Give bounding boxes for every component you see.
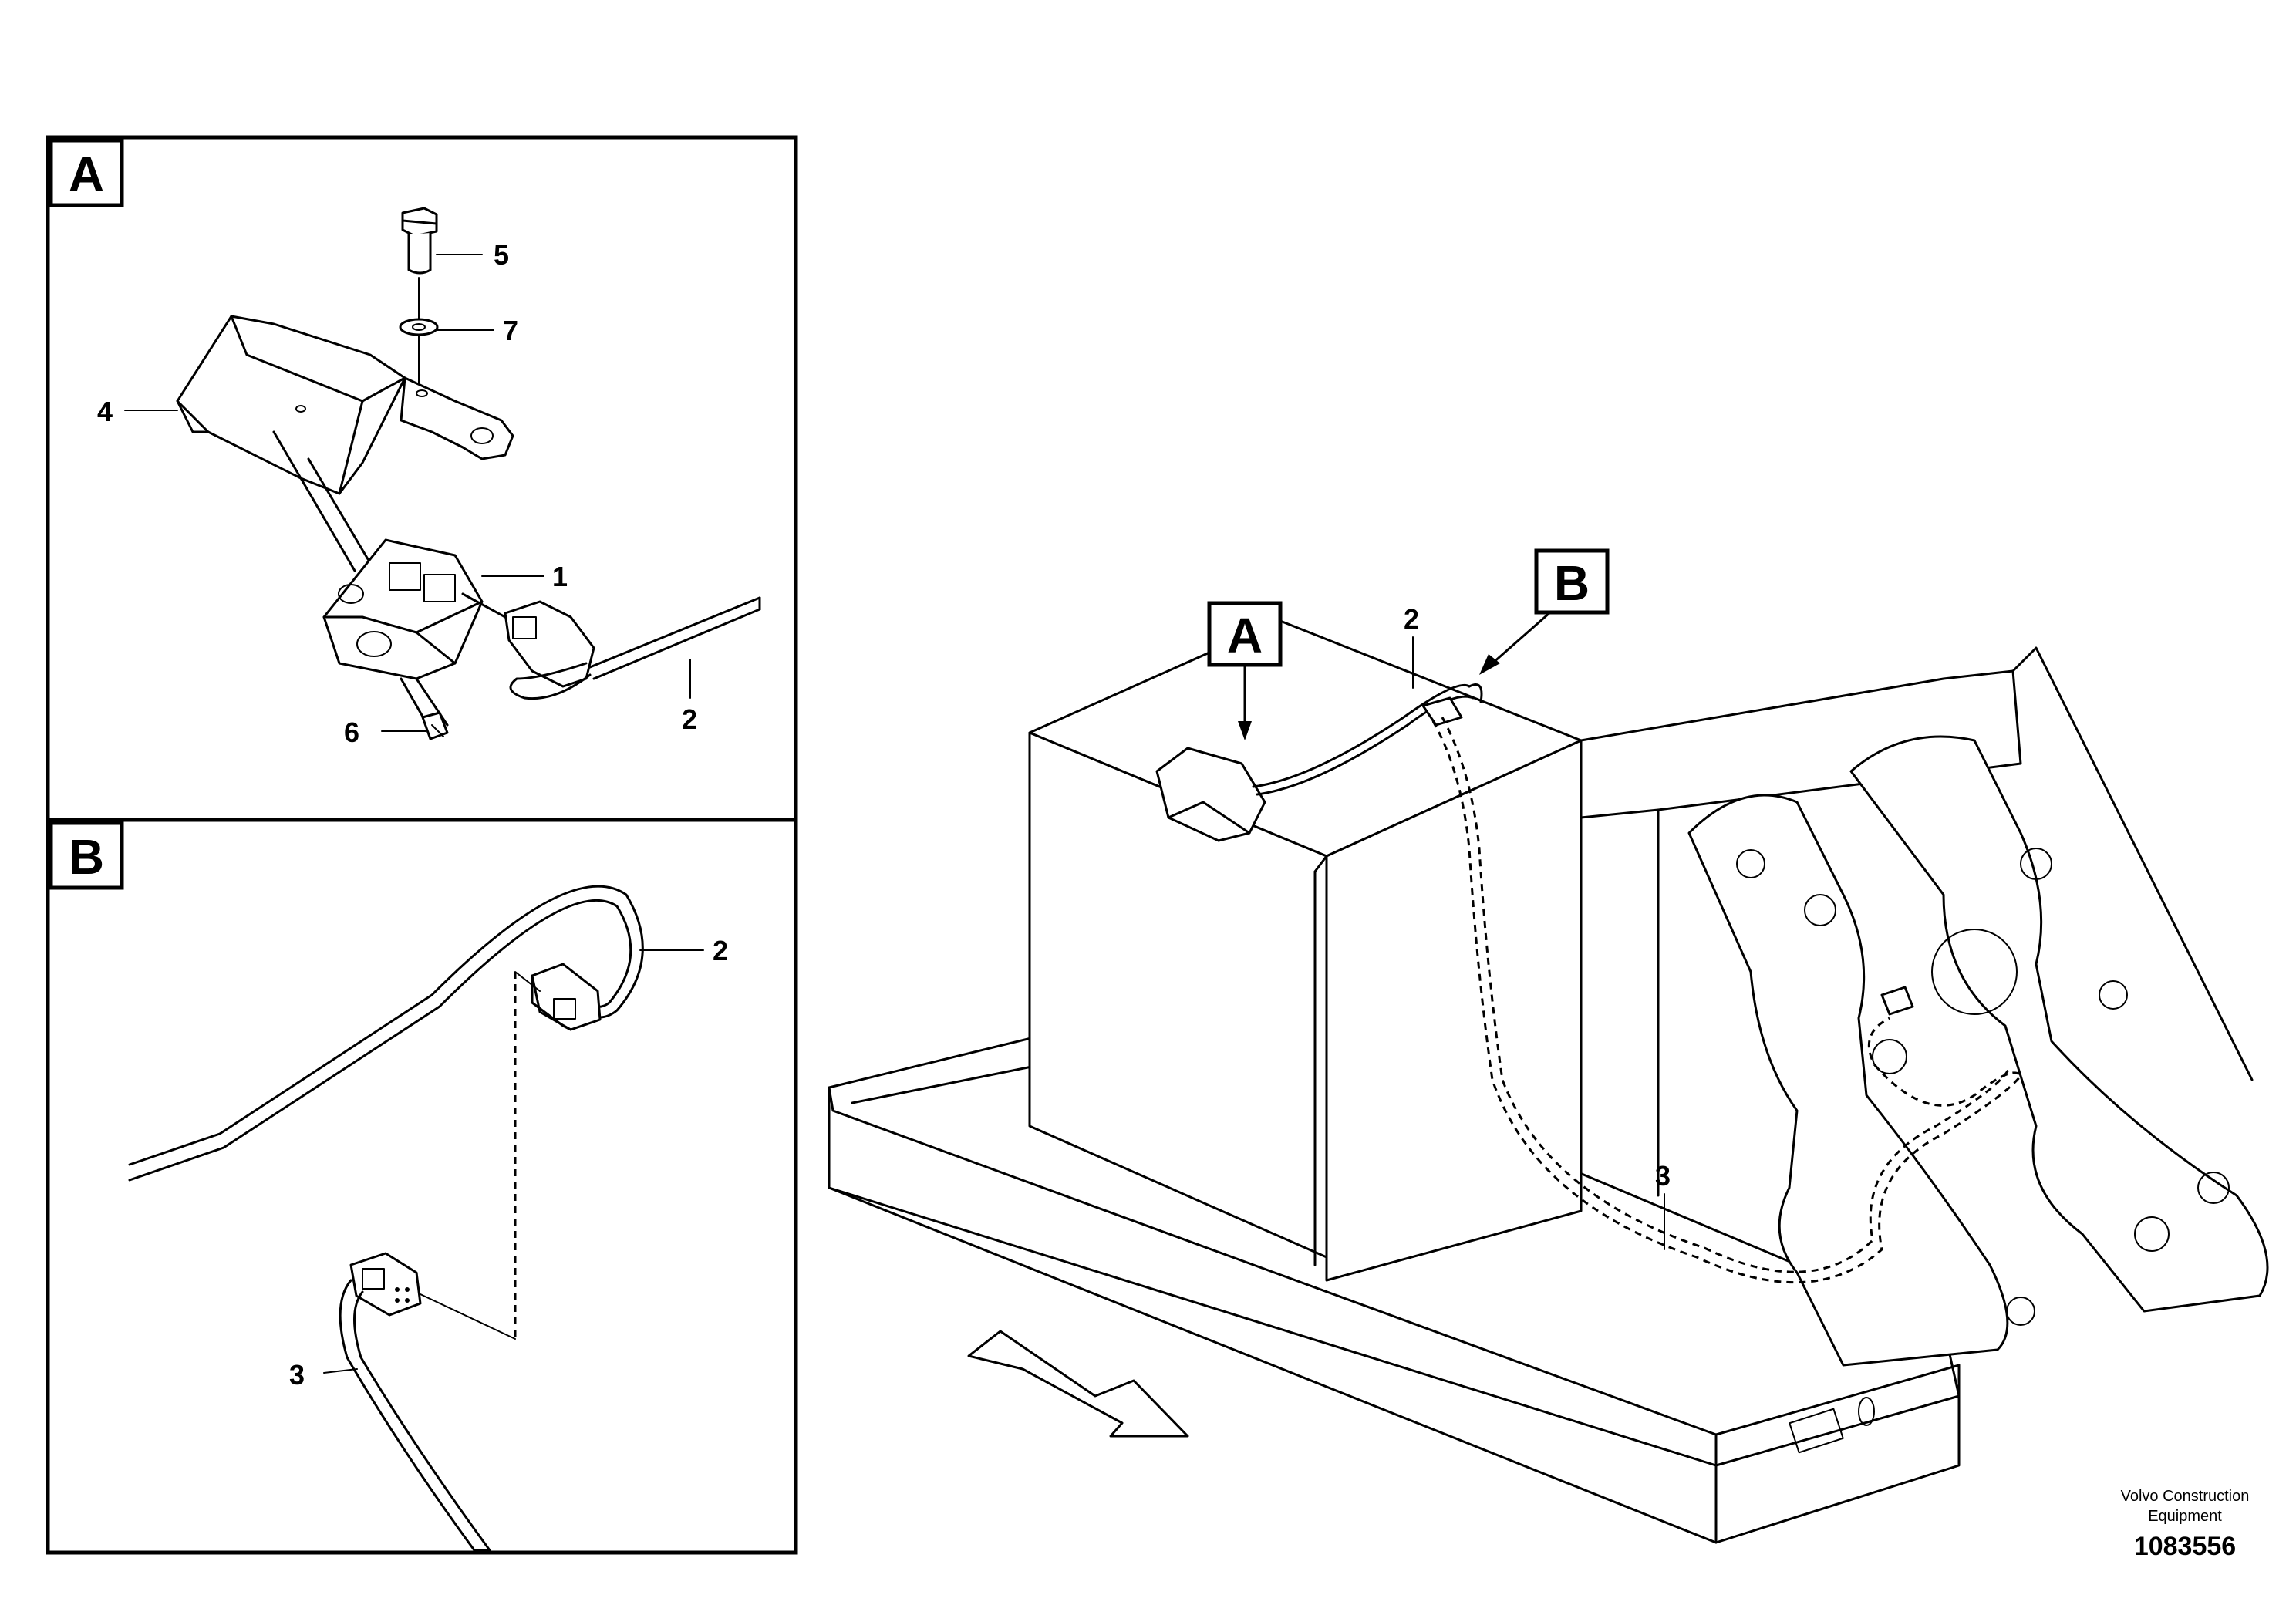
connector-cable-drawing [461, 592, 761, 700]
flag-a-letter: A [1227, 608, 1263, 663]
callout-7: 7 [503, 315, 518, 346]
lift-arm-frame [1580, 646, 2269, 1367]
main-callout-2: 2 [1404, 603, 1419, 635]
sensor-assembly [1155, 683, 1483, 842]
detail-b-letter: B [69, 829, 104, 885]
brand-line-1: Volvo Construction [2121, 1488, 2250, 1505]
callout-6: 6 [344, 717, 359, 748]
flag-b-box [1534, 548, 1610, 615]
callout-4: 4 [97, 396, 113, 427]
detail-a-label-box [49, 138, 124, 207]
detail-b-label-box [49, 821, 124, 890]
screw-drawing [421, 711, 449, 740]
bolt-drawing [401, 207, 438, 275]
cable-2-drawing [128, 885, 644, 1182]
flag-b-letter: B [1554, 555, 1590, 611]
detail-a-panel: A [46, 135, 798, 822]
flag-a-box [1207, 601, 1283, 667]
cable-3-drawing [339, 1252, 491, 1552]
brand-line-2: Equipment [2148, 1508, 2222, 1525]
sensor-housing-drawing [322, 538, 484, 734]
washer-drawing [399, 318, 439, 336]
callout-b-3: 3 [289, 1359, 305, 1391]
callout-1: 1 [552, 561, 568, 592]
main-callout-3: 3 [1655, 1160, 1671, 1192]
cable-3-routing [1431, 717, 2022, 1284]
detail-b-panel: B 2 3 [46, 818, 798, 1555]
main-assembly-view: A B 2 3 [828, 548, 2269, 1544]
direction-arrow [967, 1330, 1189, 1438]
callout-2: 2 [682, 703, 697, 735]
doc-number: 1083556 [2134, 1532, 2236, 1561]
bracket-drawing [176, 315, 514, 572]
battery-box [1028, 619, 1583, 1282]
footer: Volvo Construction Equipment 1083556 [2121, 1488, 2250, 1561]
detail-a-letter: A [69, 147, 104, 202]
callout-b-2: 2 [713, 935, 728, 966]
callout-5: 5 [494, 239, 509, 271]
